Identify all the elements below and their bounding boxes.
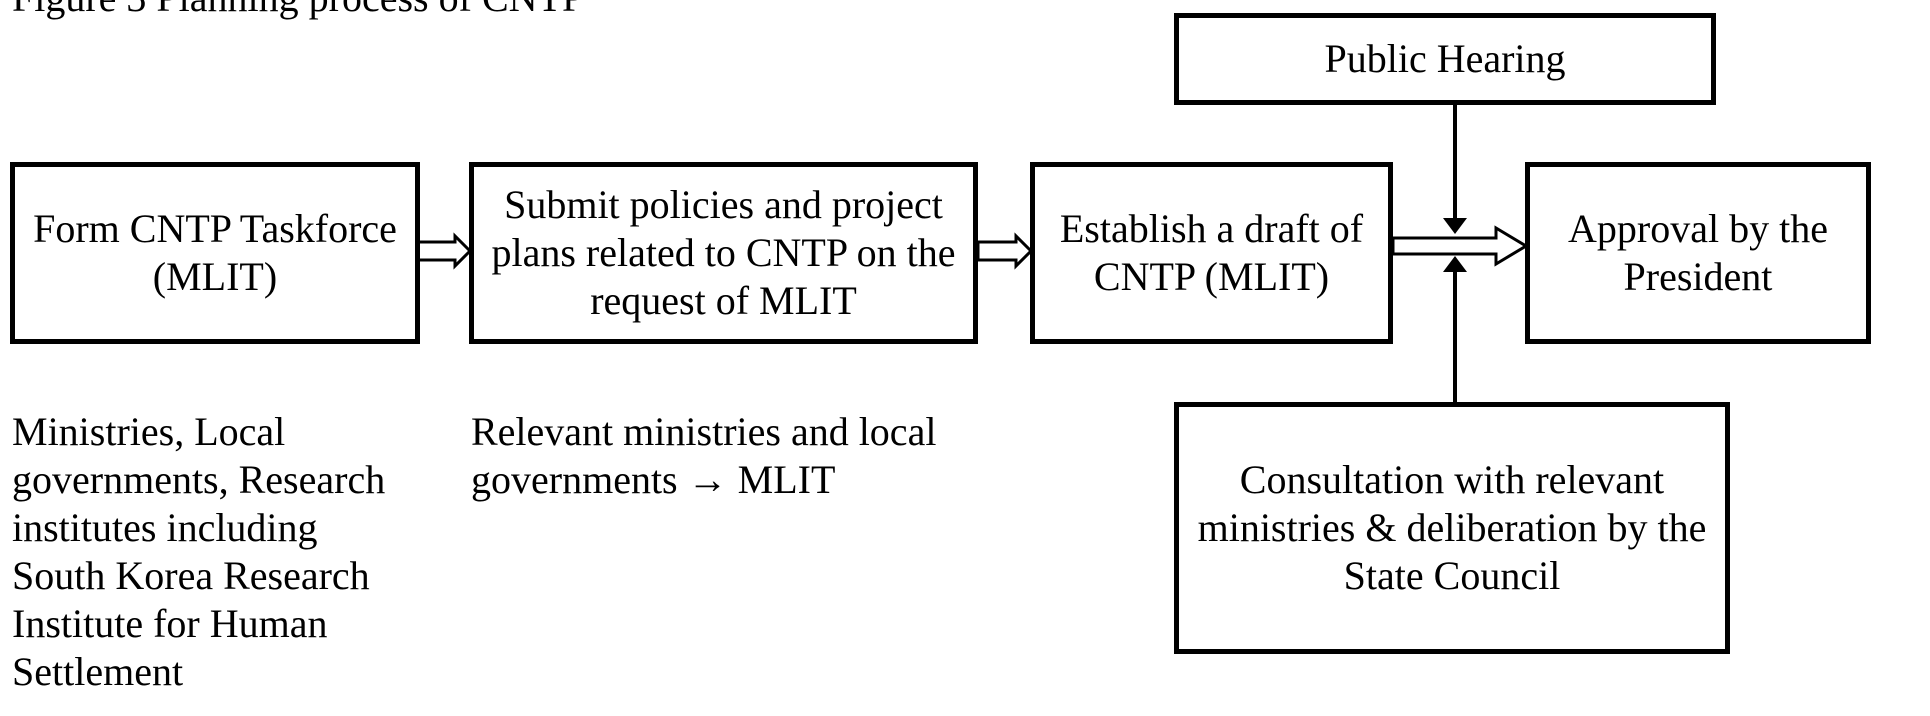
step-consultation: Consultation with relevant ministries & … bbox=[1174, 402, 1730, 654]
step-submit-policies: Submit policies and project plans relate… bbox=[469, 162, 978, 344]
step-form-taskforce: Form CNTP Taskforce (MLIT) bbox=[10, 162, 420, 344]
step-public-hearing: Public Hearing bbox=[1174, 13, 1716, 105]
arrowhead-hearing bbox=[1443, 218, 1467, 234]
arrow-submit-to-draft bbox=[976, 232, 1034, 270]
step-form-taskforce-label: Form CNTP Taskforce (MLIT) bbox=[33, 206, 397, 299]
taskforce-participants-note: Ministries, Local governments, Research … bbox=[12, 409, 386, 694]
step-approval-label: Approval by the President bbox=[1568, 206, 1828, 299]
step-submit-policies-label: Submit policies and project plans relate… bbox=[491, 182, 956, 323]
submit-participants-note: Relevant ministries and local government… bbox=[471, 409, 937, 502]
arrow-draft-to-approval bbox=[1391, 225, 1529, 267]
step-establish-draft: Establish a draft of CNTP (MLIT) bbox=[1030, 162, 1393, 344]
step-public-hearing-label: Public Hearing bbox=[1324, 36, 1566, 81]
figure-caption: Figure 3 Planning process of CNTP bbox=[12, 0, 584, 18]
step-consultation-label: Consultation with relevant ministries & … bbox=[1197, 457, 1707, 598]
step-approval: Approval by the President bbox=[1525, 162, 1871, 344]
arrow-taskforce-to-submit bbox=[415, 232, 473, 270]
arrowhead-consultation bbox=[1443, 256, 1467, 272]
step-establish-draft-label: Establish a draft of CNTP (MLIT) bbox=[1059, 206, 1364, 299]
